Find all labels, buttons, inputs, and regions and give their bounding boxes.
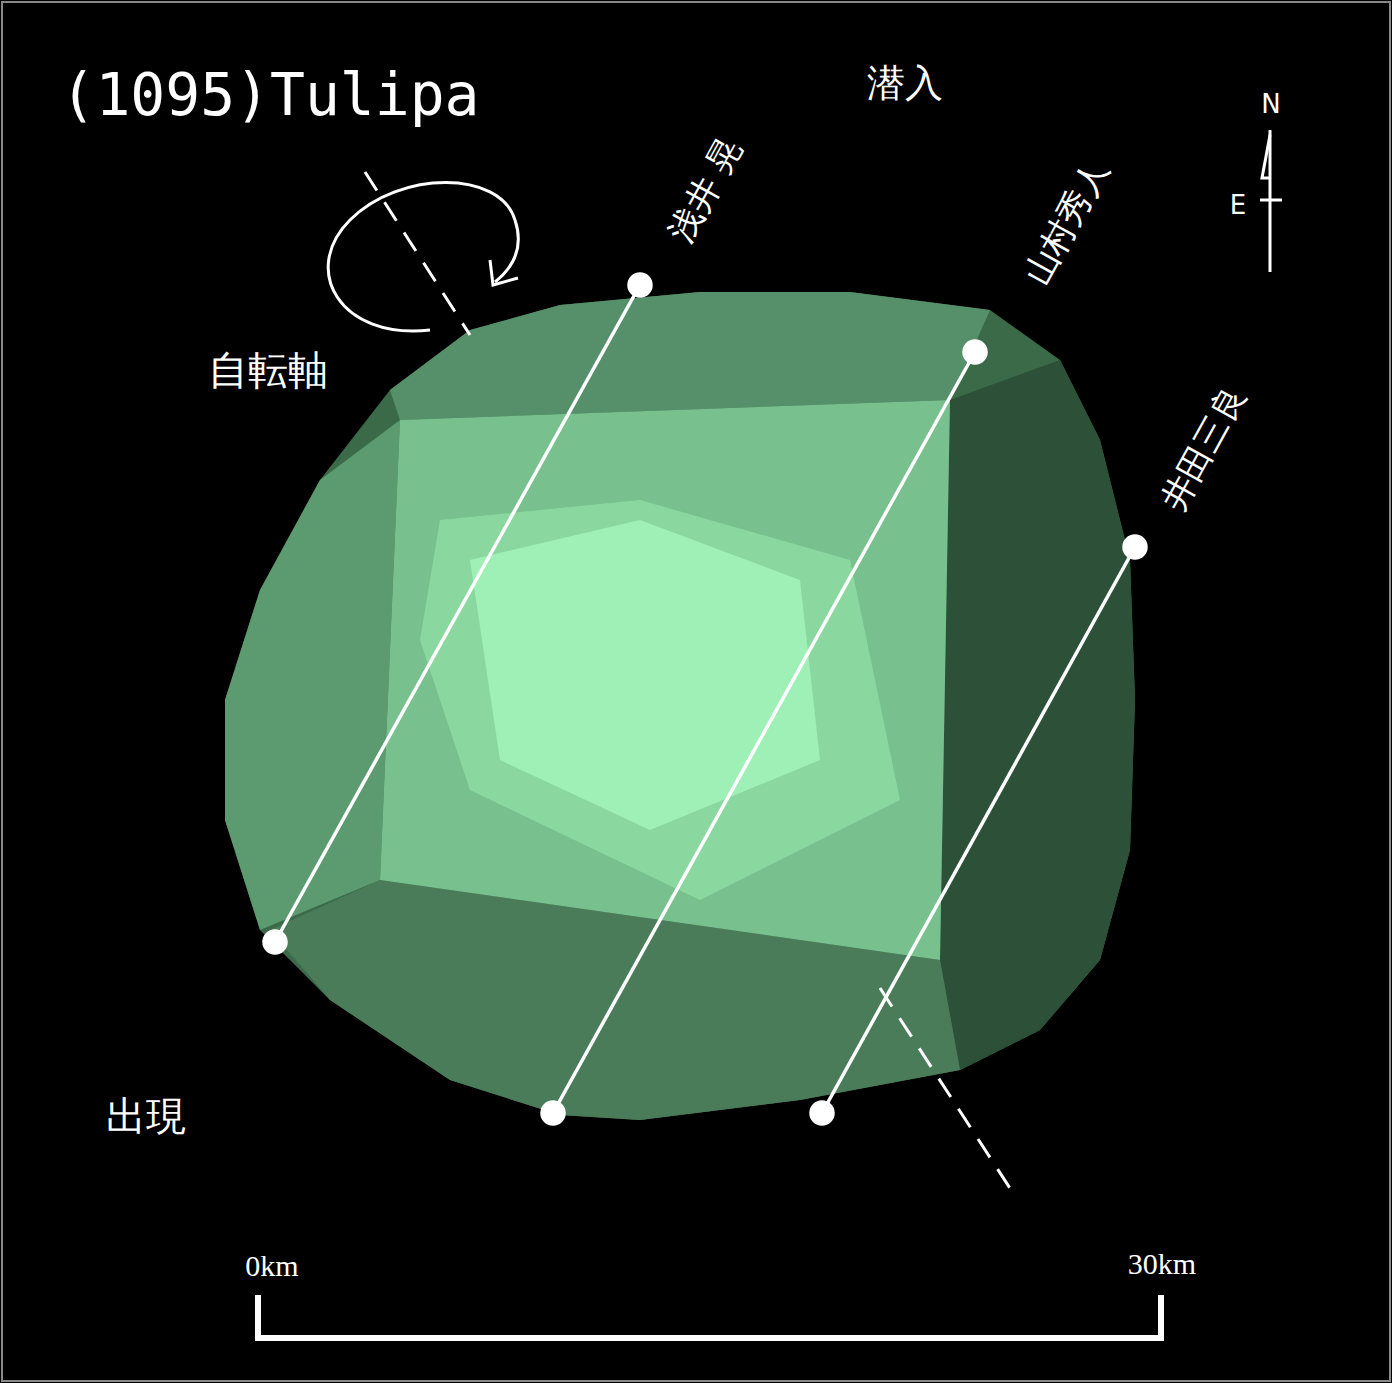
compass-label: N xyxy=(1261,91,1280,117)
rotation-axis xyxy=(328,172,1015,1196)
scale-label: 30km xyxy=(1128,1249,1196,1279)
scale-bar xyxy=(258,1295,1161,1338)
axis-label: 自転軸 xyxy=(208,350,328,390)
scale-label: 0km xyxy=(245,1251,298,1281)
figure-title: (1095)Tulipa xyxy=(60,66,479,124)
egress-label: 出現 xyxy=(106,1096,186,1136)
occultation-chords xyxy=(264,274,1146,1124)
ingress-label: 潜入 xyxy=(867,64,943,102)
asteroid-shape xyxy=(225,292,1135,1120)
compass xyxy=(1260,130,1282,272)
compass-label: E xyxy=(1230,192,1246,218)
